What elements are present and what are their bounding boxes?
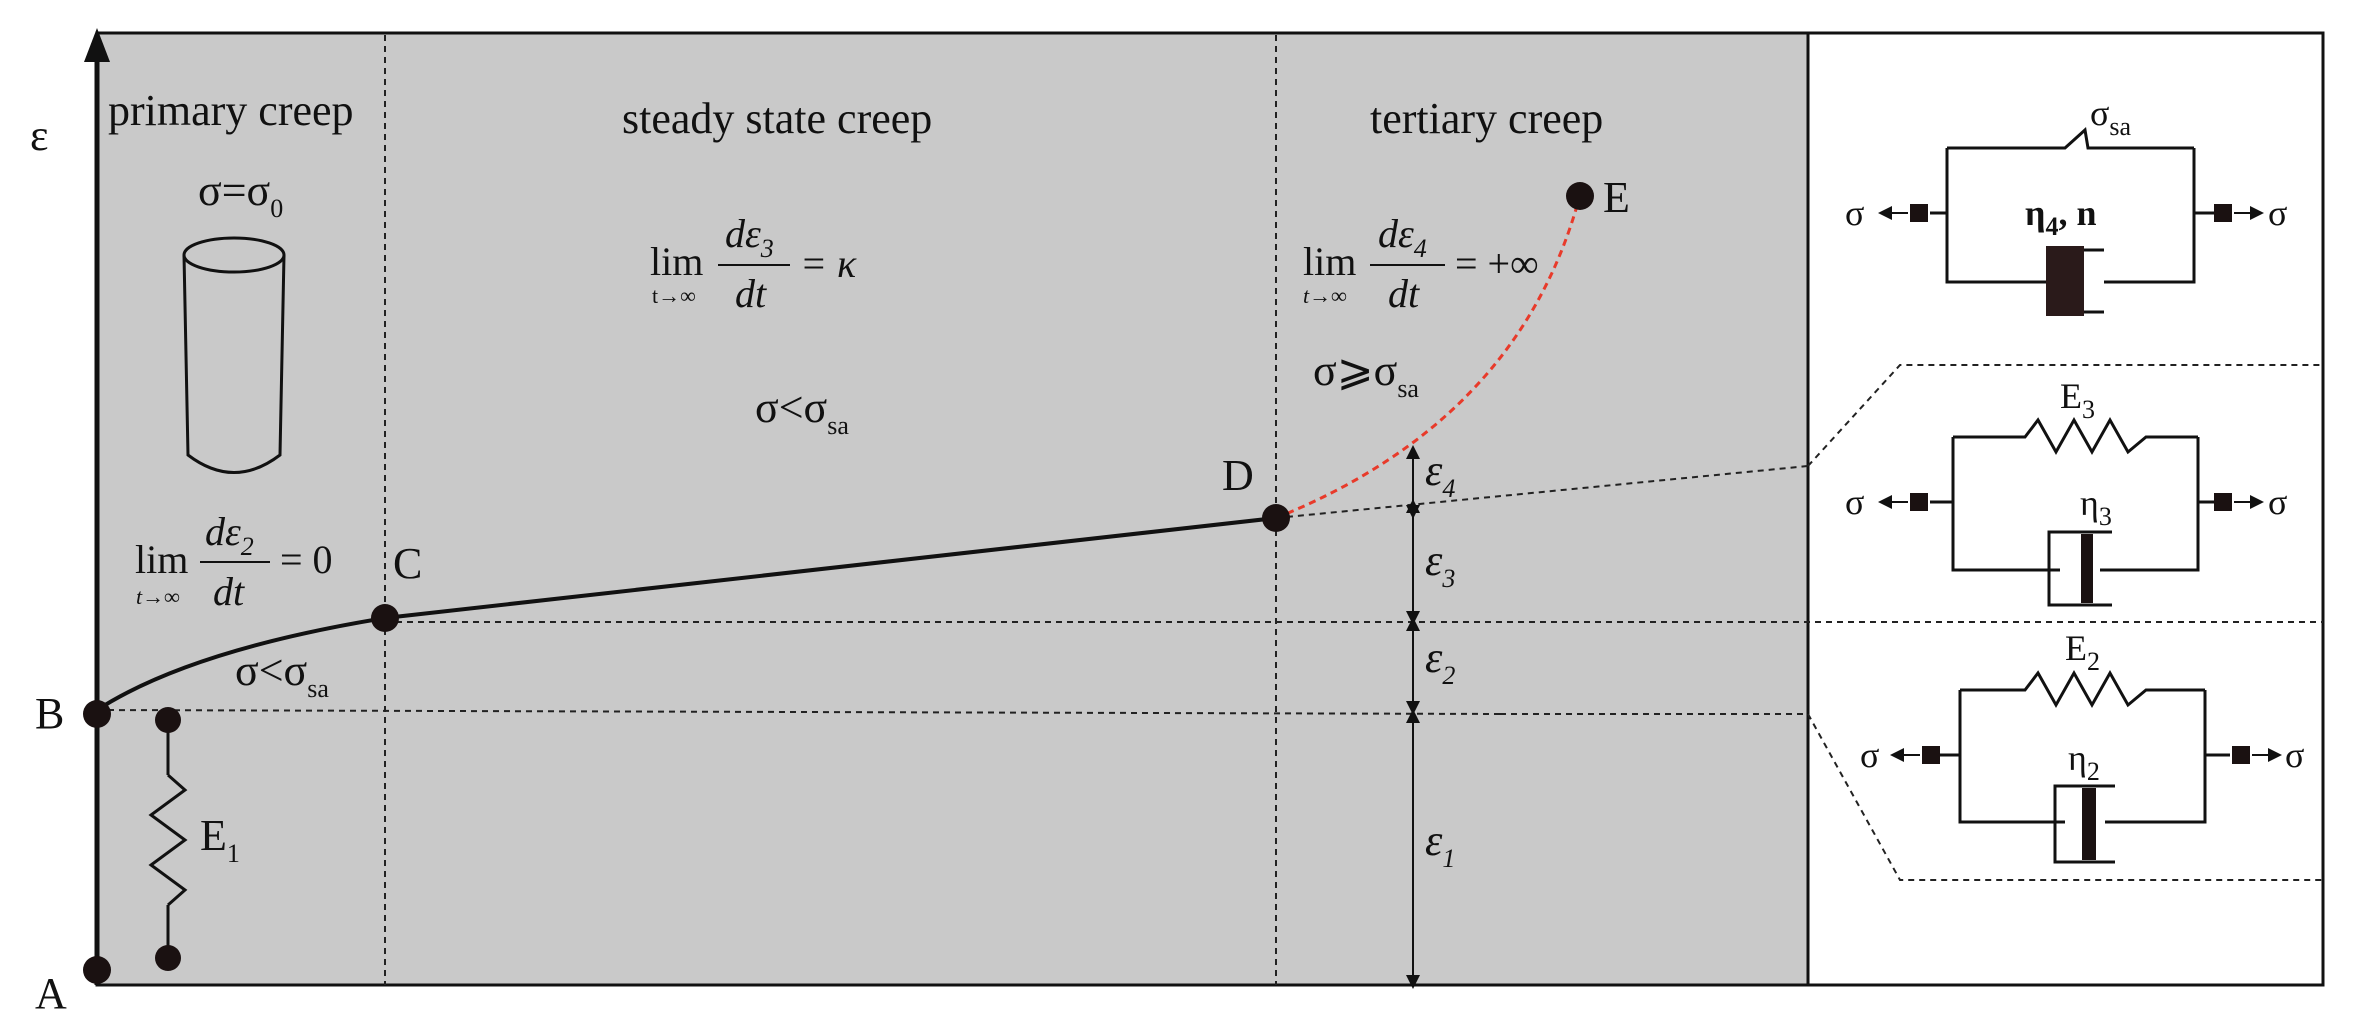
level-b bbox=[96, 709, 1501, 715]
specimen-cylinder-icon bbox=[182, 236, 286, 474]
m4-right-node bbox=[2214, 204, 2232, 222]
creep-curve-tertiary bbox=[1275, 194, 1582, 520]
svg-text:t→∞: t→∞ bbox=[136, 584, 180, 609]
strain-eps3: ε3 bbox=[1425, 536, 1455, 593]
point-e-label: E bbox=[1603, 173, 1630, 222]
m2-spring-label: E2 bbox=[2065, 628, 2100, 676]
m4-left-sigma: σ bbox=[1845, 193, 1864, 233]
svg-text:lim: lim bbox=[1303, 239, 1356, 284]
m2-left-node bbox=[1922, 746, 1940, 764]
m2-eta: η2 bbox=[2068, 738, 2100, 786]
m2-right-node bbox=[2232, 746, 2250, 764]
connector-lower bbox=[1500, 713, 2323, 881]
svg-text:dt: dt bbox=[213, 569, 245, 614]
svg-text:dt: dt bbox=[1388, 271, 1420, 316]
point-c-label: C bbox=[393, 539, 422, 588]
m2-right-sigma: σ bbox=[2285, 735, 2304, 775]
model-e2-eta2 bbox=[1940, 669, 2230, 864]
tertiary-condition: σ⩾σsa bbox=[1313, 346, 1419, 403]
svg-text:lim: lim bbox=[650, 239, 703, 284]
point-c bbox=[371, 604, 399, 632]
model-panel bbox=[1806, 31, 2325, 987]
connector-upper bbox=[1807, 364, 2323, 467]
dashpot-eta4-icon bbox=[2046, 246, 2084, 316]
m3-right-node bbox=[2214, 493, 2232, 511]
equation-tertiary: lim t→∞ dε4 dt = +∞ bbox=[1303, 211, 1539, 316]
primary-stress: σ=σ0 bbox=[198, 166, 283, 223]
m2-left-sigma: σ bbox=[1860, 735, 1879, 775]
svg-text:t→∞: t→∞ bbox=[1303, 283, 1347, 308]
dashpot-eta2-icon bbox=[2082, 788, 2096, 860]
point-d-label: D bbox=[1222, 451, 1254, 500]
equation-steady: lim t→∞ dε3 dt = κ bbox=[650, 211, 857, 316]
point-b bbox=[83, 700, 111, 728]
svg-text:dε3: dε3 bbox=[725, 211, 774, 263]
creep-curve-steady bbox=[384, 516, 1277, 620]
point-a bbox=[83, 956, 111, 984]
m3-right-sigma: σ bbox=[2268, 482, 2287, 522]
m4-right-sigma: σ bbox=[2268, 193, 2287, 233]
strain-eps1: ε1 bbox=[1425, 816, 1455, 873]
m4-left-node bbox=[1910, 204, 1928, 222]
point-e bbox=[1566, 182, 1594, 210]
y-axis-label: ε bbox=[30, 111, 48, 160]
region-primary: primary creep bbox=[108, 86, 354, 135]
strain-eps4: ε4 bbox=[1425, 446, 1455, 503]
svg-text:dε4: dε4 bbox=[1378, 211, 1427, 263]
strain-eps2: ε2 bbox=[1425, 633, 1455, 690]
svg-text:= 0: = 0 bbox=[280, 537, 333, 582]
y-axis-arrow bbox=[84, 28, 110, 62]
m3-left-sigma: σ bbox=[1845, 482, 1864, 522]
spring-e1-top-node bbox=[155, 707, 181, 733]
svg-text:t→∞: t→∞ bbox=[652, 283, 696, 308]
m3-left-node bbox=[1910, 493, 1928, 511]
m3-spring-label: E3 bbox=[2060, 376, 2095, 424]
svg-text:dε2: dε2 bbox=[205, 509, 254, 561]
spring-e1-bottom-node bbox=[155, 945, 181, 971]
point-d bbox=[1262, 504, 1290, 532]
level-d bbox=[1275, 465, 1809, 519]
m3-eta: η3 bbox=[2080, 483, 2112, 531]
dashpot-eta3-icon bbox=[2081, 534, 2093, 603]
steady-condition: σ<σsa bbox=[755, 383, 849, 440]
equation-primary: lim t→∞ dε2 dt = 0 bbox=[135, 509, 333, 614]
spring-e1-label: E1 bbox=[200, 811, 240, 868]
creep-curve-primary bbox=[95, 616, 386, 712]
svg-text:lim: lim bbox=[135, 537, 188, 582]
svg-text:= κ: = κ bbox=[800, 241, 857, 286]
svg-text:dt: dt bbox=[735, 271, 767, 316]
plot-background bbox=[95, 31, 1810, 987]
point-a-label: A bbox=[35, 969, 67, 1018]
svg-text:= +∞: = +∞ bbox=[1455, 241, 1539, 286]
point-b-label: B bbox=[35, 689, 64, 738]
region-tertiary: tertiary creep bbox=[1370, 94, 1603, 143]
region-steady: steady state creep bbox=[622, 94, 932, 143]
m4-eta: η4, n bbox=[2025, 193, 2096, 241]
m4-threshold: σsa bbox=[2090, 93, 2132, 141]
primary-condition: σ<σsa bbox=[235, 646, 329, 703]
